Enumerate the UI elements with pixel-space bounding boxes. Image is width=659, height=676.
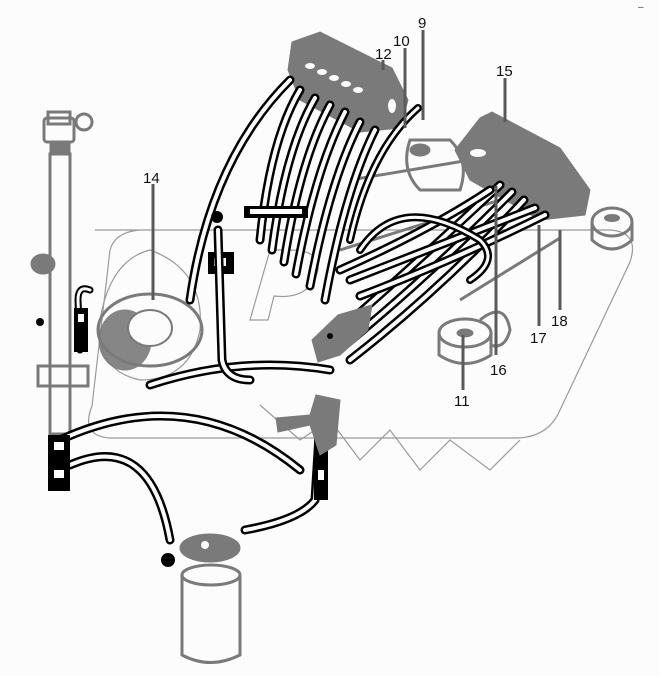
hose-loop-lower <box>48 225 341 567</box>
callout-16: 16 <box>490 362 507 379</box>
callout-10: 10 <box>393 33 410 50</box>
pump-motor <box>74 285 204 371</box>
callout-labels: 9 10 12 15 14 18 17 16 11 <box>143 15 568 410</box>
center-mounting-bracket <box>311 304 373 363</box>
callout-17: 17 <box>530 330 547 347</box>
callout-15: 15 <box>496 63 513 80</box>
callout-9: 9 <box>418 15 426 32</box>
valve-manifold-right <box>454 111 634 251</box>
corner-mark: – <box>638 2 644 13</box>
spacer-bushings <box>437 236 561 365</box>
callout-leaders <box>151 30 562 390</box>
callout-11: 11 <box>454 393 470 410</box>
hose-bundle-upper-left <box>185 75 380 305</box>
hose-bundle-right <box>335 104 550 365</box>
callout-12: 12 <box>375 46 392 63</box>
filter-canister <box>179 533 242 664</box>
callout-14: 14 <box>143 170 160 187</box>
callout-18: 18 <box>551 313 568 330</box>
left-valve-assembly <box>30 110 94 436</box>
